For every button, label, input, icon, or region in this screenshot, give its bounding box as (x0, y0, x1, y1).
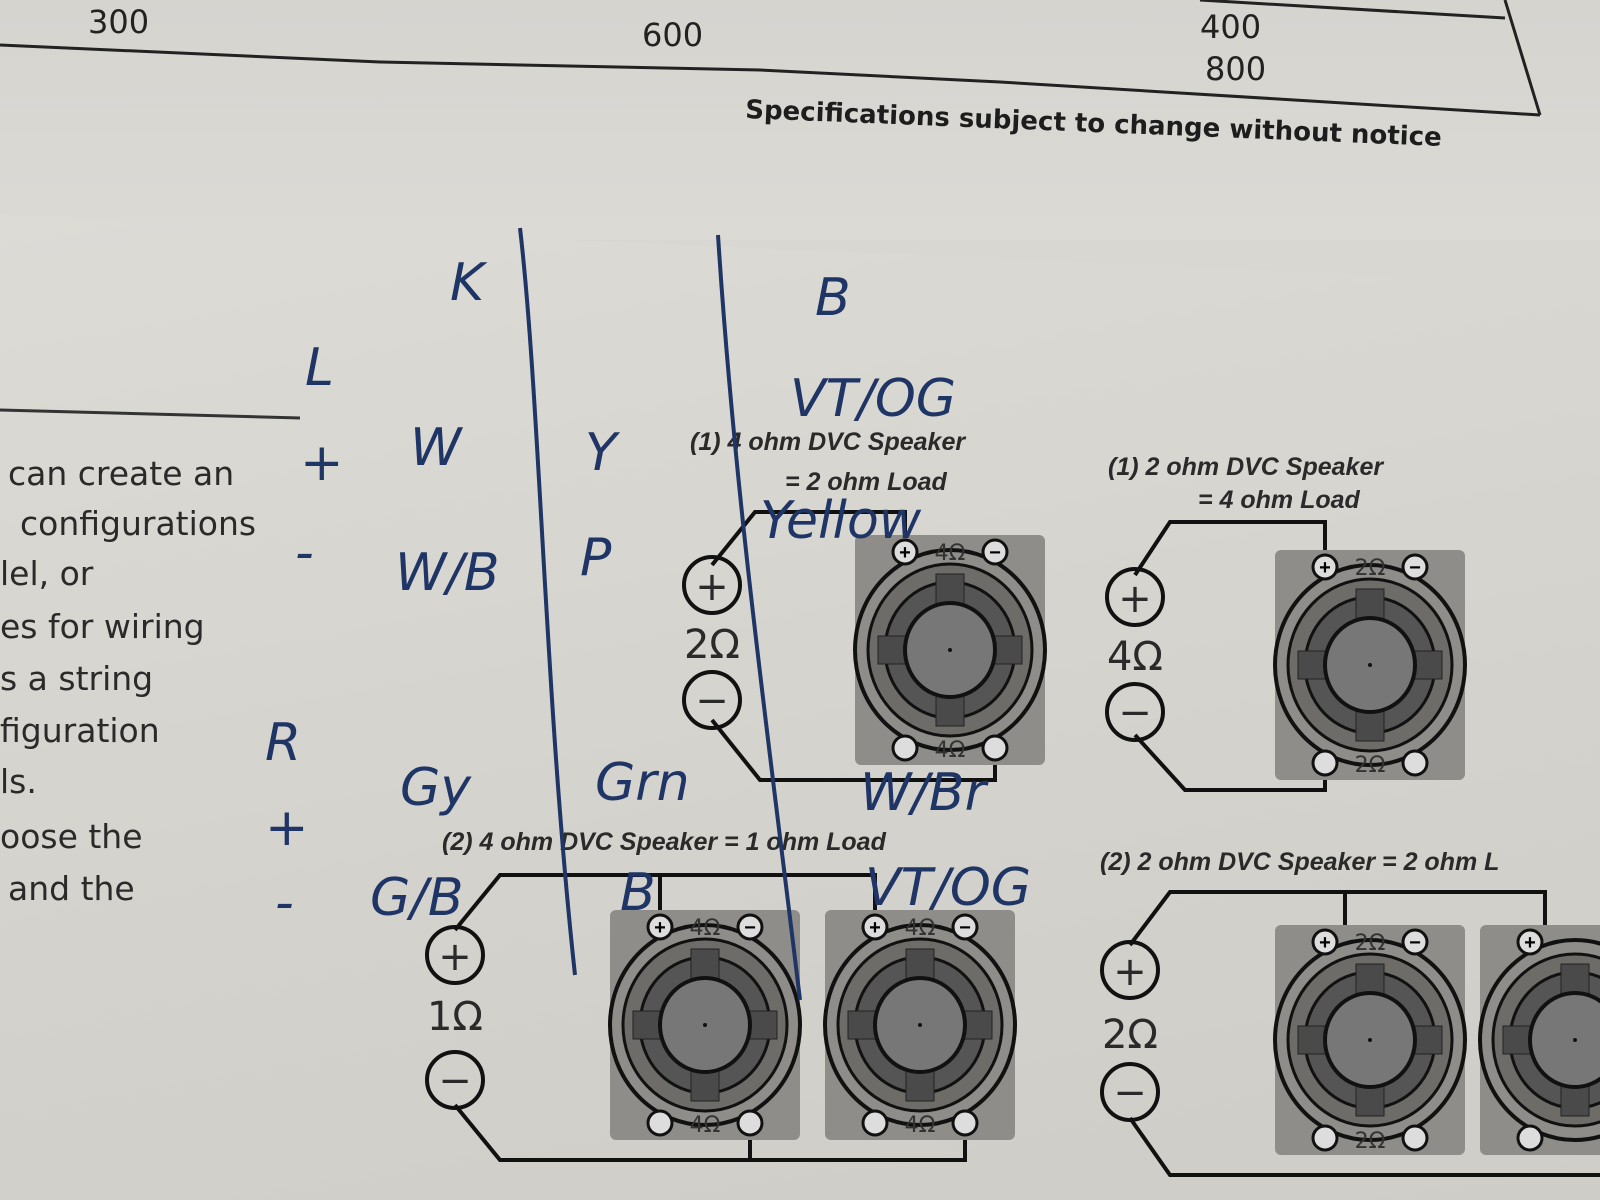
spec-value: 400 (1200, 8, 1261, 46)
handwriting-plus: + (300, 433, 344, 493)
load-label: 2Ω (684, 622, 740, 668)
handwriting-r: R (265, 713, 301, 773)
coil-label: 4Ω (935, 541, 966, 566)
coil-label: 2Ω (1355, 753, 1386, 778)
diagram-title: (1) 4 ohm DVC Speaker (690, 428, 966, 456)
speaker-icon (1273, 548, 1467, 782)
coil-label: 2Ω (1355, 1129, 1386, 1154)
diagram-2x4ohm: (2) 4 ohm DVC Speaker = 1 ohm Load + 1Ω … (425, 828, 1017, 1162)
handwriting-gb: G/B (370, 868, 464, 928)
diagram-1x4ohm: (1) 4 ohm DVC Speaker = 2 ohm Load + 2Ω … (682, 428, 1047, 782)
handwriting-grn: Grn (595, 753, 690, 813)
spec-value: 300 (88, 3, 149, 41)
diagram-title: = 2 ohm Load (785, 468, 948, 496)
diagram-1x2ohm: (1) 2 ohm DVC Speaker = 4 ohm Load + 4Ω … (1105, 453, 1467, 792)
handwriting-wb: W/B (395, 543, 500, 603)
spec-table: 300 600 400 800 Specifications subject t… (0, 0, 1542, 153)
coil-label: 2Ω (1355, 931, 1386, 956)
speaker-icon (608, 908, 802, 1142)
coil-label: 4Ω (905, 1113, 936, 1138)
body-text: can create an configurations lel, or es … (0, 408, 301, 908)
handwritten-notes: K L + W - W/B Y P B VT/OG Yellow R + Gy … (265, 227, 1031, 1001)
handwriting-w-br: W/Br (860, 763, 990, 823)
svg-text:−: − (1118, 690, 1152, 736)
load-label: 1Ω (427, 994, 483, 1040)
svg-text:−: − (438, 1058, 472, 1104)
handwriting-l: L (305, 338, 334, 398)
body-line: figuration (0, 711, 160, 750)
coil-label: 4Ω (905, 916, 936, 941)
body-line: lel, or (0, 554, 94, 593)
handwriting-b: B (815, 268, 851, 328)
handwriting-minus: - (295, 523, 314, 583)
coil-label: 2Ω (1355, 556, 1386, 581)
handwriting-plus: + (265, 798, 309, 858)
load-label: 4Ω (1107, 634, 1163, 680)
handwriting-yellow: Yellow (760, 491, 922, 551)
spec-value: 800 (1205, 50, 1266, 88)
handwriting-p: P (580, 528, 612, 588)
coil-label: 4Ω (935, 738, 966, 763)
body-line: s a string (0, 659, 153, 698)
handwriting-gy: Gy (400, 758, 472, 818)
diagram-title: (1) 2 ohm DVC Speaker (1108, 453, 1384, 481)
speaker-icon (1478, 923, 1600, 1157)
diagram-title: (2) 2 ohm DVC Speaker = 2 ohm L (1100, 848, 1499, 876)
handwriting-y: Y (585, 423, 621, 483)
coil-label: 4Ω (690, 1113, 721, 1138)
handwriting-k: K (450, 253, 488, 313)
diagram-title: (2) 4 ohm DVC Speaker = 1 ohm Load (442, 828, 887, 856)
load-label: 2Ω (1102, 1012, 1158, 1058)
svg-text:+: + (438, 934, 472, 980)
speaker-icon (1273, 923, 1467, 1157)
diagram-2x2ohm: (2) 2 ohm DVC Speaker = 2 ohm L + 2Ω − 2… (1100, 848, 1600, 1177)
svg-text:−: − (695, 678, 729, 724)
diagram-title: = 4 ohm Load (1198, 486, 1361, 514)
handwriting-vt-og: VT/OG (790, 369, 956, 429)
handwriting-vt-og: VT/OG (865, 858, 1031, 918)
coil-label: 4Ω (690, 916, 721, 941)
body-line: and the (8, 869, 135, 908)
spec-value: 600 (642, 16, 703, 54)
svg-text:+: + (1113, 949, 1147, 995)
paper-upper-fold (0, 0, 1600, 240)
svg-text:+: + (1118, 576, 1152, 622)
body-line: configurations (20, 504, 256, 543)
body-line: ls. (0, 762, 37, 801)
body-line: can create an (8, 454, 234, 493)
handwriting-b: B (620, 863, 656, 923)
handwriting-minus: - (275, 873, 294, 933)
svg-text:−: − (1113, 1070, 1147, 1116)
speaker-icon (853, 533, 1047, 767)
speaker-icon (823, 908, 1017, 1142)
body-line: es for wiring (0, 607, 205, 646)
body-line: oose the (0, 817, 143, 856)
handwriting-w: W (410, 418, 464, 478)
svg-text:+: + (695, 564, 729, 610)
